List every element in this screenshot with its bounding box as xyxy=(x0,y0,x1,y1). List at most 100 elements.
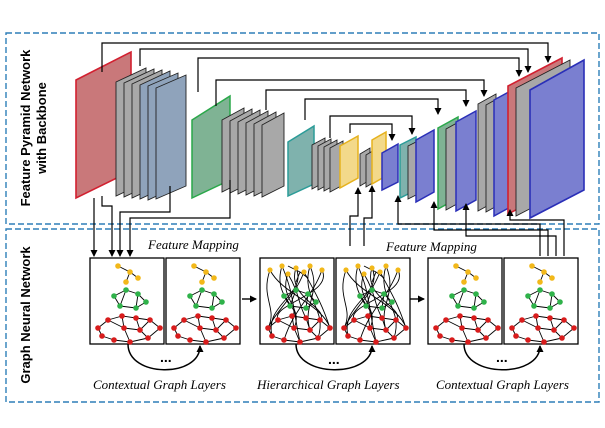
skip-connections xyxy=(101,42,552,141)
ellipsis-left: ... xyxy=(160,349,172,365)
red-node xyxy=(221,335,227,341)
green-node xyxy=(481,299,487,305)
red-node xyxy=(269,333,275,339)
yellow-node xyxy=(127,269,133,275)
green-node xyxy=(357,293,363,299)
red-node xyxy=(351,317,357,323)
red-node xyxy=(459,325,465,331)
skip-arrow xyxy=(304,98,442,120)
hierarchy-edge xyxy=(357,265,377,343)
yellow-node xyxy=(361,271,367,277)
green-node xyxy=(305,291,311,297)
red-node xyxy=(519,317,525,323)
red-node xyxy=(391,335,397,341)
yellow-node xyxy=(123,279,129,285)
red-node xyxy=(281,337,287,343)
red-node xyxy=(483,335,489,341)
hierarchy-edge xyxy=(303,271,331,329)
skip-arrow xyxy=(265,89,470,110)
backbone-plane xyxy=(155,74,187,200)
red-node xyxy=(345,333,351,339)
graph-edge xyxy=(521,319,539,329)
green-node xyxy=(549,291,555,297)
green-node xyxy=(281,293,287,299)
red-node xyxy=(449,337,455,343)
fpn-label-line1: Feature Pyramid Network xyxy=(18,49,33,207)
green-node xyxy=(461,287,467,293)
red-node xyxy=(457,313,463,319)
yellow-node xyxy=(395,267,401,273)
red-node xyxy=(121,325,127,331)
red-node xyxy=(127,339,133,345)
green-node xyxy=(303,305,309,311)
red-node xyxy=(303,315,309,321)
red-node xyxy=(197,325,203,331)
green-node xyxy=(363,303,369,309)
green-node xyxy=(287,303,293,309)
yellow-node xyxy=(473,275,479,281)
yellow-node xyxy=(319,267,325,273)
graph-edge xyxy=(277,319,295,329)
red-node xyxy=(297,339,303,345)
hierarchy-edge xyxy=(277,269,324,321)
gnn-section-border xyxy=(5,228,600,403)
graph-panels xyxy=(89,257,579,345)
graph-edge xyxy=(183,319,201,329)
red-node xyxy=(95,325,101,331)
yellow-node xyxy=(461,279,467,285)
skip-arrow xyxy=(329,115,416,138)
green-node xyxy=(135,291,141,297)
green-node xyxy=(111,293,117,299)
green-node xyxy=(531,303,537,309)
hierarchy-edge xyxy=(359,269,399,341)
hierarchy-edge xyxy=(355,265,371,317)
graph-edge xyxy=(195,289,203,307)
red-node xyxy=(561,317,567,323)
red-node xyxy=(111,337,117,343)
red-node xyxy=(513,333,519,339)
red-node xyxy=(171,325,177,331)
green-node xyxy=(471,305,477,311)
mapping-arrow xyxy=(101,196,116,257)
red-node xyxy=(379,315,385,321)
hierarchical-caption: Hierarchical Graph Layers xyxy=(256,377,400,392)
green-node xyxy=(369,287,375,293)
hierarchy-edge xyxy=(307,265,315,331)
red-node xyxy=(195,313,201,319)
gnn-label: Graph Neural Network xyxy=(18,246,33,384)
hierarchy-edge xyxy=(342,269,348,329)
graph-edge xyxy=(375,337,395,343)
skip-arrow xyxy=(197,57,523,92)
red-node xyxy=(157,325,163,331)
fpn-section-border xyxy=(5,32,600,225)
mapping-arrow xyxy=(430,201,549,256)
graph-edge xyxy=(445,319,463,329)
backbone-yellow-plane xyxy=(339,134,359,190)
yellow-node xyxy=(199,279,205,285)
yellow-node xyxy=(537,279,543,285)
loop-arc-contextual-left xyxy=(127,343,204,371)
graph-edge xyxy=(543,337,563,343)
feature-mapping-left-caption: Feature Mapping xyxy=(147,237,239,252)
red-node xyxy=(357,337,363,343)
yellow-node xyxy=(279,263,285,269)
red-node xyxy=(475,327,481,333)
red-node xyxy=(99,333,105,339)
yellow-node xyxy=(343,267,349,273)
yellow-node xyxy=(211,275,217,281)
red-node xyxy=(509,325,515,331)
hierarchy-edge xyxy=(270,267,299,337)
yellow-node xyxy=(135,275,141,281)
yellow-node xyxy=(465,269,471,275)
yellow-node xyxy=(369,265,375,271)
feature-mapping-arrows xyxy=(90,180,565,257)
mapping-arrow xyxy=(506,209,565,256)
hierarchy-edge xyxy=(269,269,331,329)
red-node xyxy=(145,335,151,341)
red-node xyxy=(203,339,209,345)
skip-arrow xyxy=(215,79,488,106)
yellow-node xyxy=(355,263,361,269)
graph-panel xyxy=(89,257,165,345)
green-node xyxy=(133,305,139,311)
red-node xyxy=(433,325,439,331)
